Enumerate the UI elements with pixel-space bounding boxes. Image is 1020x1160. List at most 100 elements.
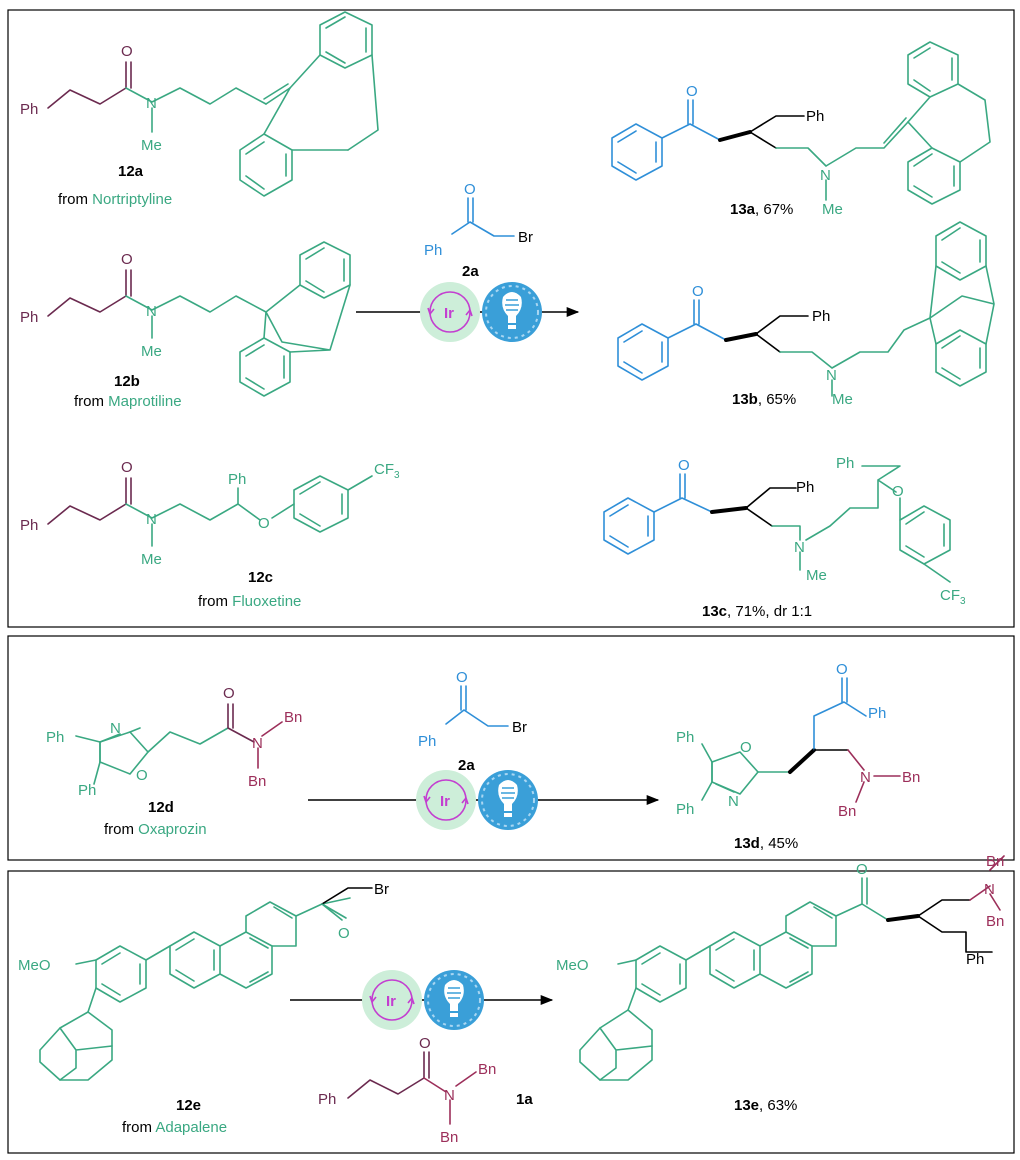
atom-label: Me (141, 343, 162, 360)
atom-label: Bn (902, 769, 920, 786)
atom-label: CF3 (374, 461, 400, 481)
bond (423, 1051, 430, 1079)
atom-label: Ph (676, 801, 694, 818)
atom-label: N (146, 511, 157, 528)
atom-label: Bn (284, 709, 302, 726)
bond (101, 952, 141, 996)
bromoketone-fragment-12e: Br O (321, 881, 389, 942)
bond (709, 931, 761, 989)
bond (917, 899, 993, 953)
atom-label: Bn (986, 853, 1004, 870)
atom-label: Br (374, 881, 389, 898)
bond (295, 897, 351, 919)
bond (603, 497, 655, 555)
bond (145, 945, 171, 961)
structure-13e: MeO O N Bn Bn Ph (556, 853, 1005, 1081)
bond (321, 887, 373, 905)
bond (423, 1071, 477, 1125)
bond (445, 709, 509, 727)
bond (319, 11, 373, 69)
bold-bond (886, 914, 920, 922)
bond (239, 337, 291, 397)
bond (907, 147, 961, 205)
bond (263, 284, 351, 353)
structure-12b: Ph O N Me (20, 241, 351, 397)
bond (273, 906, 293, 919)
panel-frame-1 (7, 9, 1015, 628)
bond (347, 1077, 425, 1099)
atom-label: Ph (796, 479, 814, 496)
compound-label-12b: 12b (114, 373, 140, 390)
atom-label: Ph (20, 309, 38, 326)
iridium-catalyst-icon: Ir (362, 970, 422, 1030)
bond (59, 1027, 113, 1081)
atom-label: Ph (806, 108, 824, 125)
bond (579, 1009, 653, 1081)
bond (835, 877, 868, 917)
bond (941, 335, 981, 380)
product-label-13e: 13e, 63% (734, 1097, 797, 1114)
bond (861, 903, 889, 921)
bond (245, 901, 297, 947)
bond (289, 54, 379, 151)
structure-12e: MeO (18, 897, 351, 1081)
atom-label: O (678, 457, 690, 474)
bond (325, 16, 367, 64)
bond (715, 938, 755, 982)
iridium-catalyst-icon: Ir (420, 282, 480, 342)
bond (847, 749, 901, 803)
light-bulb-icon (482, 282, 542, 342)
product-label-13d: 13d, 45% (734, 835, 798, 852)
atom-label: O (686, 83, 698, 100)
bond (263, 87, 349, 151)
atom-label: O (836, 661, 848, 678)
atom-label: Ph (812, 308, 830, 325)
bond (75, 735, 101, 785)
bond (907, 41, 959, 98)
bond (711, 751, 759, 795)
atom-label: Ph (424, 242, 442, 259)
atom-label: Me (822, 201, 843, 218)
atom-label: Me (832, 391, 853, 408)
bond (460, 685, 467, 711)
bond (913, 153, 955, 198)
atom-label: Ph (836, 455, 854, 472)
panel-frame-2 (7, 635, 1015, 861)
atom-label: Ph (318, 1091, 336, 1108)
bond (779, 317, 931, 397)
bond (125, 477, 132, 505)
atom-label: Me (141, 551, 162, 568)
light-bulb-icon (424, 970, 484, 1030)
bond (227, 703, 255, 743)
bond (899, 505, 951, 565)
catalyst-label: Ir (440, 793, 450, 810)
atom-label: Ph (966, 951, 984, 968)
panel-frame-3 (7, 870, 1015, 1154)
bond (609, 504, 649, 548)
bond (941, 227, 981, 274)
bond (47, 87, 127, 109)
bold-bond (724, 332, 758, 342)
atom-label: O (692, 283, 704, 300)
bond (759, 931, 813, 989)
bond (929, 265, 995, 345)
light-bulb-icon (478, 770, 538, 830)
bond (617, 959, 637, 1011)
bond (125, 87, 267, 105)
bond (969, 855, 1005, 911)
bond (125, 269, 132, 297)
bond (653, 473, 713, 513)
atom-label: O (121, 459, 133, 476)
atom-label: O (136, 767, 148, 784)
atom-label: N (146, 95, 157, 112)
atom-label: O (740, 739, 752, 756)
source-drug-12c: from Fluoxetine (198, 593, 301, 610)
bond (907, 121, 933, 149)
atom-label: Ph (418, 733, 436, 750)
atom-label: Ph (676, 729, 694, 746)
atom-label: O (338, 925, 350, 942)
bond (813, 906, 833, 919)
bond (785, 901, 837, 947)
structure-12d: Ph Ph N O O N Bn Bn (46, 685, 302, 799)
bond (299, 241, 351, 299)
